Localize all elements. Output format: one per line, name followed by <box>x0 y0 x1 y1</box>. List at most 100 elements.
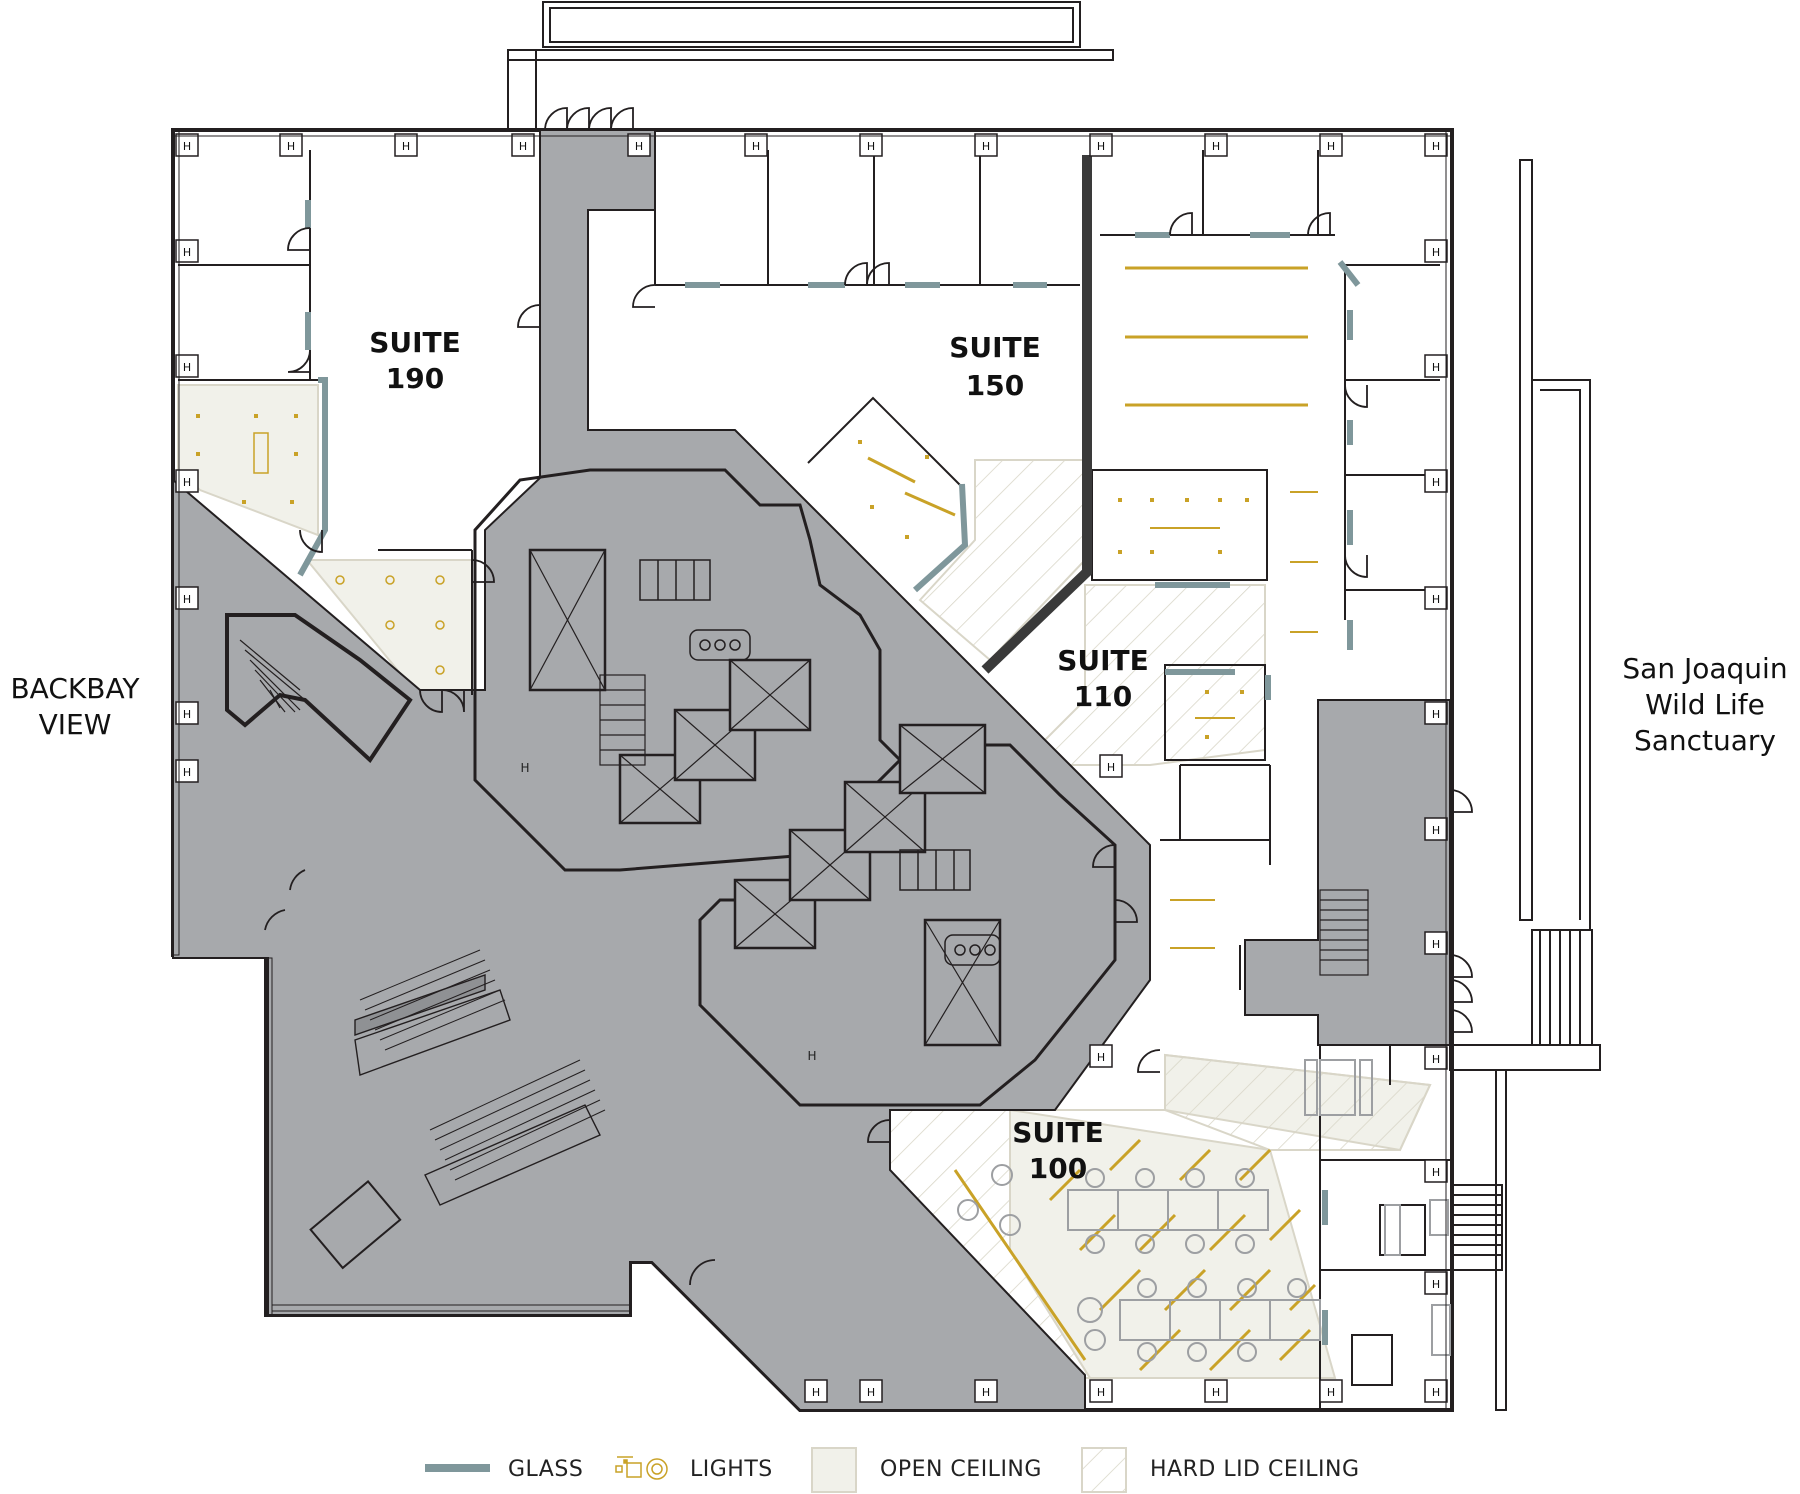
svg-text:H: H <box>519 140 527 153</box>
elevators <box>528 548 1002 1047</box>
svg-text:H: H <box>183 140 191 153</box>
column-marker: H <box>511 133 535 157</box>
lights-icon <box>615 1456 668 1480</box>
legend-lights-label: LIGHTS <box>690 1457 773 1482</box>
svg-text:H: H <box>1432 1386 1440 1399</box>
svg-text:H: H <box>982 1386 990 1399</box>
column-marker: H <box>1204 133 1228 157</box>
view-labels: BACKBAY VIEW San Joaquin Wild Life Sanct… <box>10 652 1787 757</box>
svg-text:H: H <box>635 140 643 153</box>
column-markers: H H H H H H H H H H H H H H H H H H H H … <box>175 133 1448 1403</box>
suite-100-label: SUITE <box>1012 1116 1104 1149</box>
door-swings <box>264 107 1473 1286</box>
legend-hard-lid-ceiling-label: HARD LID CEILING <box>1150 1457 1360 1482</box>
open-ceiling-swatch <box>811 1447 857 1493</box>
restroom-fixtures <box>639 559 1001 966</box>
column-marker: H <box>175 701 199 725</box>
column-marker: H <box>974 133 998 157</box>
svg-text:H: H <box>1432 246 1440 259</box>
column-marker: H <box>175 469 199 493</box>
legend-open-ceiling-label: OPEN CEILING <box>880 1457 1042 1482</box>
column-marker: H <box>175 239 199 263</box>
svg-text:H: H <box>1097 1051 1105 1064</box>
sanctuary-label-line3: Sanctuary <box>1634 724 1776 757</box>
column-marker: H <box>1204 1379 1228 1403</box>
svg-text:H: H <box>183 361 191 374</box>
backbay-view-line1: BACKBAY <box>10 672 140 705</box>
east-service-core <box>1244 699 1451 1046</box>
svg-text:H: H <box>752 140 760 153</box>
suite-150-label: SUITE <box>949 331 1041 364</box>
svg-text:H: H <box>867 140 875 153</box>
suite-100-furniture <box>957 1059 1451 1362</box>
svg-text:H: H <box>1432 1053 1440 1066</box>
svg-text:H: H <box>1432 593 1440 606</box>
column-marker: H <box>974 1379 998 1403</box>
column-marker: H <box>744 133 768 157</box>
column-marker: H <box>175 759 199 783</box>
svg-text:H: H <box>1212 1386 1220 1399</box>
suite-110-number: 110 <box>1074 680 1132 713</box>
column-marker: H <box>859 1379 883 1403</box>
column-marker: H <box>627 133 651 157</box>
east-deck <box>1449 159 1601 1411</box>
sanctuary-label-line1: San Joaquin <box>1622 652 1787 685</box>
demising-wall <box>981 155 1092 674</box>
column-marker: H <box>1424 586 1448 610</box>
svg-text:H: H <box>1327 1386 1335 1399</box>
column-marker: H <box>1089 1379 1113 1403</box>
svg-text:H: H <box>1097 140 1105 153</box>
column-marker: H <box>1089 133 1113 157</box>
svg-text:H: H <box>1212 140 1220 153</box>
column-marker: H <box>1424 701 1448 725</box>
svg-text:H: H <box>1432 824 1440 837</box>
column-marker: H <box>175 586 199 610</box>
column-marker: H <box>1089 1044 1113 1068</box>
svg-text:H: H <box>1327 140 1335 153</box>
column-marker: H <box>1424 1046 1448 1070</box>
column-marker: H <box>1424 1159 1448 1183</box>
column-marker: H <box>1424 817 1448 841</box>
suite-150-number: 150 <box>966 369 1024 402</box>
backbay-view-line2: VIEW <box>39 708 112 741</box>
column-marker: H <box>859 133 883 157</box>
legend-glass-label: GLASS <box>508 1457 583 1482</box>
column-marker: H <box>520 761 529 775</box>
svg-text:H: H <box>1432 1278 1440 1291</box>
svg-text:H: H <box>1432 938 1440 951</box>
svg-text:H: H <box>1107 761 1115 774</box>
svg-text:H: H <box>1432 476 1440 489</box>
perimeter-windows <box>172 129 1453 1411</box>
stairs <box>225 613 1369 1270</box>
hard-lid-ceiling-swatch <box>1081 1447 1127 1493</box>
column-marker: H <box>1424 133 1448 157</box>
suite-labels: SUITE 190 SUITE 150 SUITE 110 SUITE 100 <box>369 326 1149 1185</box>
column-marker: H <box>279 133 303 157</box>
svg-text:H: H <box>402 140 410 153</box>
hard-lid-ceiling-zones <box>889 459 1432 1379</box>
column-marker: H <box>1424 239 1448 263</box>
svg-text:H: H <box>1432 361 1440 374</box>
column-marker: H <box>394 133 418 157</box>
column-marker: H <box>1099 754 1123 778</box>
svg-text:H: H <box>287 140 295 153</box>
svg-text:H: H <box>867 1386 875 1399</box>
svg-text:H: H <box>1097 1386 1105 1399</box>
column-marker: H <box>1424 1271 1448 1295</box>
svg-text:H: H <box>1432 140 1440 153</box>
svg-text:H: H <box>183 246 191 259</box>
svg-text:H: H <box>982 140 990 153</box>
svg-text:H: H <box>1432 1166 1440 1179</box>
glass-segments <box>297 200 1361 1345</box>
suite-100-number: 100 <box>1029 1152 1087 1185</box>
suite-190-label: SUITE <box>369 326 461 359</box>
column-marker: H <box>1424 931 1448 955</box>
column-marker: H <box>804 1379 828 1403</box>
light-fixtures <box>196 266 1318 1372</box>
column-marker: H <box>1319 1379 1343 1403</box>
svg-text:H: H <box>183 476 191 489</box>
svg-text:H: H <box>183 593 191 606</box>
suite-110-label: SUITE <box>1057 644 1149 677</box>
suite-190-number: 190 <box>386 362 444 395</box>
